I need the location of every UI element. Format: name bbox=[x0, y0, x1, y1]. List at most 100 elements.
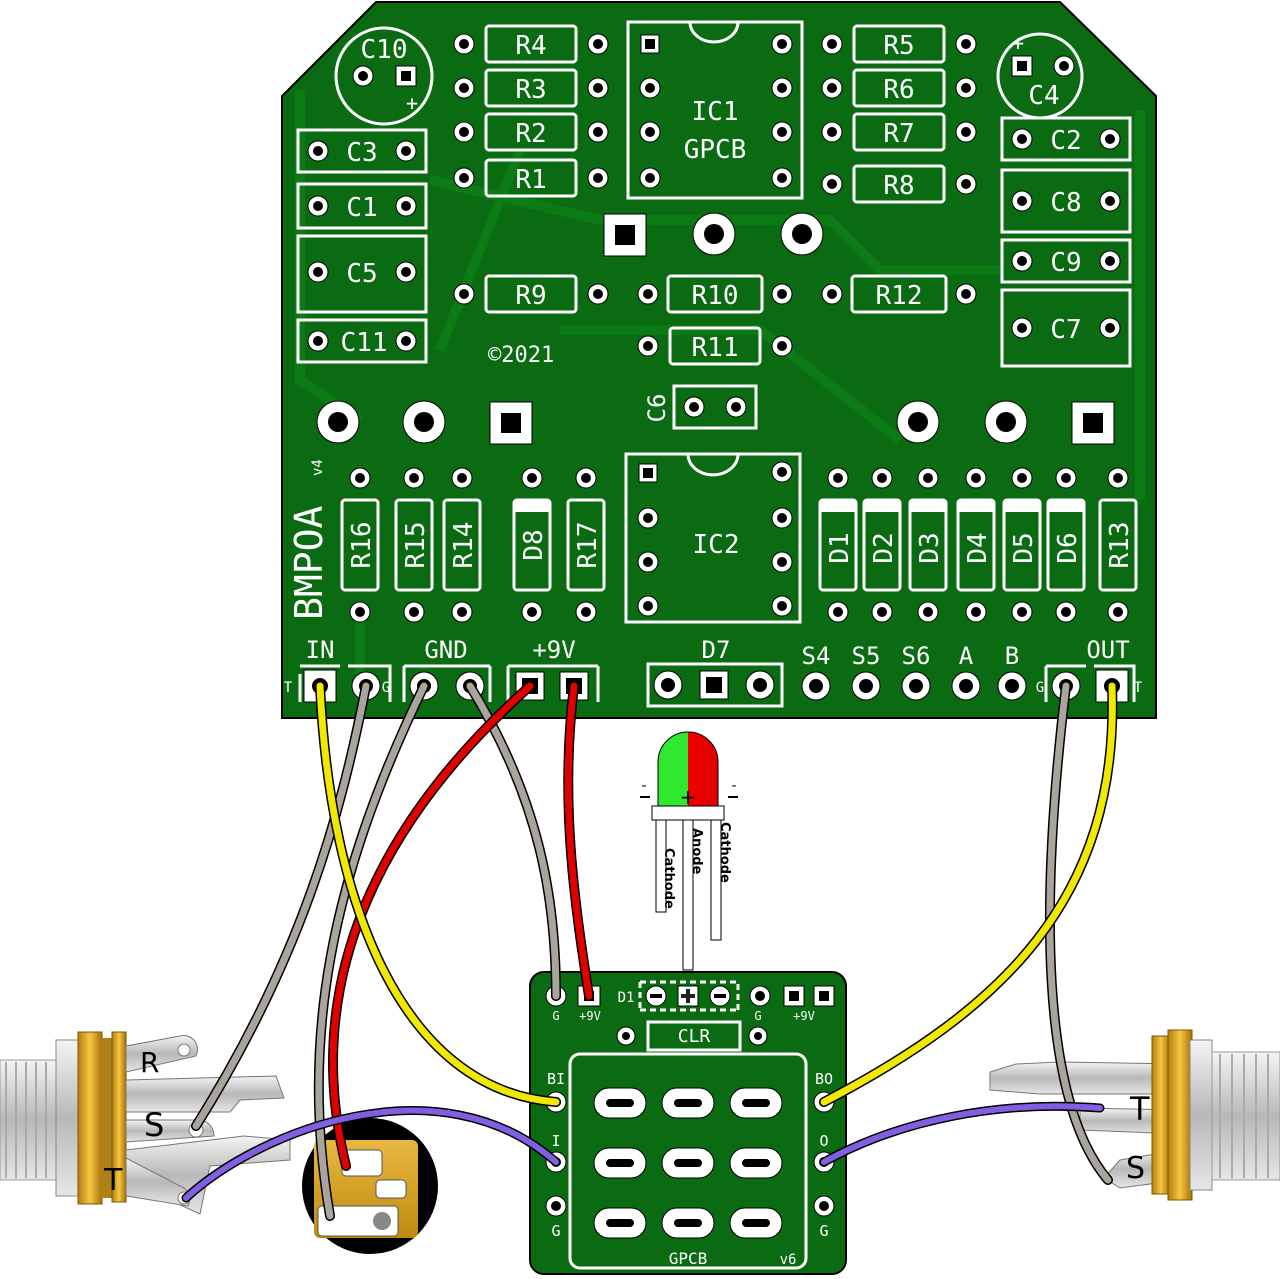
capacitor-c7: C7 bbox=[1000, 288, 1132, 368]
label-d4: D4 bbox=[963, 532, 993, 563]
resistor-group-left: R4 R3 R2 R1 bbox=[453, 24, 609, 198]
diode-d4: D4 bbox=[956, 467, 996, 623]
wire-in-ground bbox=[191, 681, 371, 1131]
label-in-t: T bbox=[284, 680, 293, 696]
label-c3: C3 bbox=[346, 138, 377, 168]
diode-d2: D2 bbox=[862, 467, 902, 623]
capacitor-group-left: C3 C1 C5 C11 bbox=[296, 128, 428, 364]
wires bbox=[181, 681, 1118, 1221]
label-d8: D8 bbox=[519, 529, 549, 560]
label-r2: R2 bbox=[515, 119, 546, 149]
label-c4: C4 bbox=[1028, 81, 1059, 111]
label-d5: D5 bbox=[1009, 532, 1039, 563]
label-s6: S6 bbox=[902, 642, 931, 670]
fs-board-name: GPCB bbox=[669, 1249, 708, 1268]
pot-pads-right bbox=[896, 400, 1115, 445]
input-jack: R S T bbox=[0, 1031, 291, 1215]
input-jack-s: S bbox=[144, 1106, 164, 1144]
resistor-r12: R12 bbox=[821, 274, 977, 314]
resistor-r6: R6 bbox=[821, 68, 977, 108]
ic1: IC1 GPCB bbox=[626, 20, 804, 200]
label-r15: R15 bbox=[401, 522, 431, 569]
wire-in-tip bbox=[315, 681, 561, 1107]
label-b: B bbox=[1005, 642, 1019, 670]
capacitor-group-right: C2 C8 C9 C7 bbox=[1000, 116, 1132, 368]
wire-gnd-footswitch bbox=[465, 681, 561, 1001]
c10-plus: + bbox=[406, 91, 418, 115]
capacitor-c5: C5 bbox=[296, 234, 428, 314]
label-s4: S4 bbox=[802, 642, 831, 670]
label-d2: D2 bbox=[869, 532, 899, 563]
c4-plus: + bbox=[1012, 31, 1024, 55]
label-d1: D1 bbox=[825, 532, 855, 563]
capacitor-c1: C1 bbox=[296, 182, 428, 230]
ic2-label: IC2 bbox=[693, 530, 740, 560]
wire-9v-footswitch bbox=[563, 681, 594, 1001]
resistor-r8: R8 bbox=[821, 164, 977, 204]
fs-label-9v-right: +9V bbox=[793, 1009, 815, 1023]
label-c2: C2 bbox=[1050, 126, 1081, 156]
output-jack-s: S bbox=[1126, 1151, 1145, 1186]
label-r16: R16 bbox=[347, 522, 377, 569]
label-c9: C9 bbox=[1050, 248, 1081, 278]
label-r4: R4 bbox=[515, 31, 546, 61]
fs-label-g-left: G bbox=[552, 1009, 559, 1023]
diode-d3: D3 bbox=[908, 467, 948, 623]
fs-label-g-bottom-left: G bbox=[551, 1222, 560, 1240]
label-r1: R1 bbox=[515, 165, 546, 195]
label-c7: C7 bbox=[1050, 315, 1081, 345]
fs-label-bo: BO bbox=[815, 1070, 833, 1088]
capacitor-c6: C6 bbox=[643, 384, 758, 430]
resistor-r17: R17 bbox=[566, 467, 606, 623]
output-jack: T S bbox=[989, 1029, 1280, 1201]
label-a: A bbox=[959, 642, 974, 670]
resistor-group-right: R5 R6 R7 R8 bbox=[821, 24, 977, 204]
label-c1: C1 bbox=[346, 193, 377, 223]
resistor-r3: R3 bbox=[453, 68, 609, 108]
wire-input-jack-tip bbox=[181, 1106, 561, 1203]
label-r11: R11 bbox=[692, 333, 739, 363]
label-r14: R14 bbox=[449, 522, 479, 569]
diode-d8: D8 bbox=[512, 467, 552, 623]
label-in-g: G bbox=[382, 680, 390, 696]
label-r7: R7 bbox=[883, 119, 914, 149]
label-out: OUT bbox=[1086, 636, 1129, 664]
input-jack-t: T bbox=[103, 1163, 123, 1198]
fs-label-d1: D1 bbox=[618, 990, 635, 1006]
fs-label-9v-left: +9V bbox=[579, 1009, 601, 1023]
header-labels: IN GND +9V D7 S4 S5 S6 A B OUT T G G T bbox=[284, 636, 1143, 696]
label-c8: C8 bbox=[1050, 188, 1081, 218]
fs-label-clr: CLR bbox=[678, 1026, 711, 1047]
wire-out-ground bbox=[1044, 681, 1113, 1185]
label-r9: R9 bbox=[515, 281, 546, 311]
capacitor-c11: C11 bbox=[296, 318, 428, 364]
resistor-r16: R16 bbox=[340, 467, 380, 623]
label-out-g: G bbox=[1036, 680, 1044, 696]
label-r17: R17 bbox=[573, 522, 603, 569]
label-in: IN bbox=[306, 636, 335, 664]
label-gnd: GND bbox=[424, 636, 467, 664]
resistor-r14: R14 bbox=[442, 467, 482, 623]
capacitor-c9: C9 bbox=[1000, 238, 1132, 284]
label-c10: C10 bbox=[361, 35, 408, 65]
capacitor-c3: C3 bbox=[296, 128, 428, 174]
board-version: v4 bbox=[310, 459, 326, 476]
wire-gnd-dc bbox=[313, 681, 429, 1221]
led-minus-right: - bbox=[731, 778, 736, 794]
wire-output-jack-tip bbox=[819, 1101, 1105, 1167]
resistor-r11: R11 bbox=[637, 326, 793, 366]
label-r8: R8 bbox=[883, 171, 914, 201]
fs-label-g-bottom-right: G bbox=[819, 1222, 828, 1240]
label-d7: D7 bbox=[702, 636, 731, 664]
fs-board-version: v6 bbox=[780, 1252, 797, 1268]
resistor-r10: R10 bbox=[637, 274, 793, 314]
fs-label-o: O bbox=[819, 1132, 828, 1150]
label-c6: C6 bbox=[643, 394, 671, 423]
wire-9v-dc bbox=[328, 681, 535, 1171]
label-r10: R10 bbox=[692, 281, 739, 311]
fs-label-g-right: G bbox=[754, 1009, 761, 1023]
label-c5: C5 bbox=[346, 259, 377, 289]
footswitch-pcb: G +9V D1 CLR G +9V BI I G BO O G GPCB v6 bbox=[529, 971, 847, 1275]
label-r6: R6 bbox=[883, 75, 914, 105]
